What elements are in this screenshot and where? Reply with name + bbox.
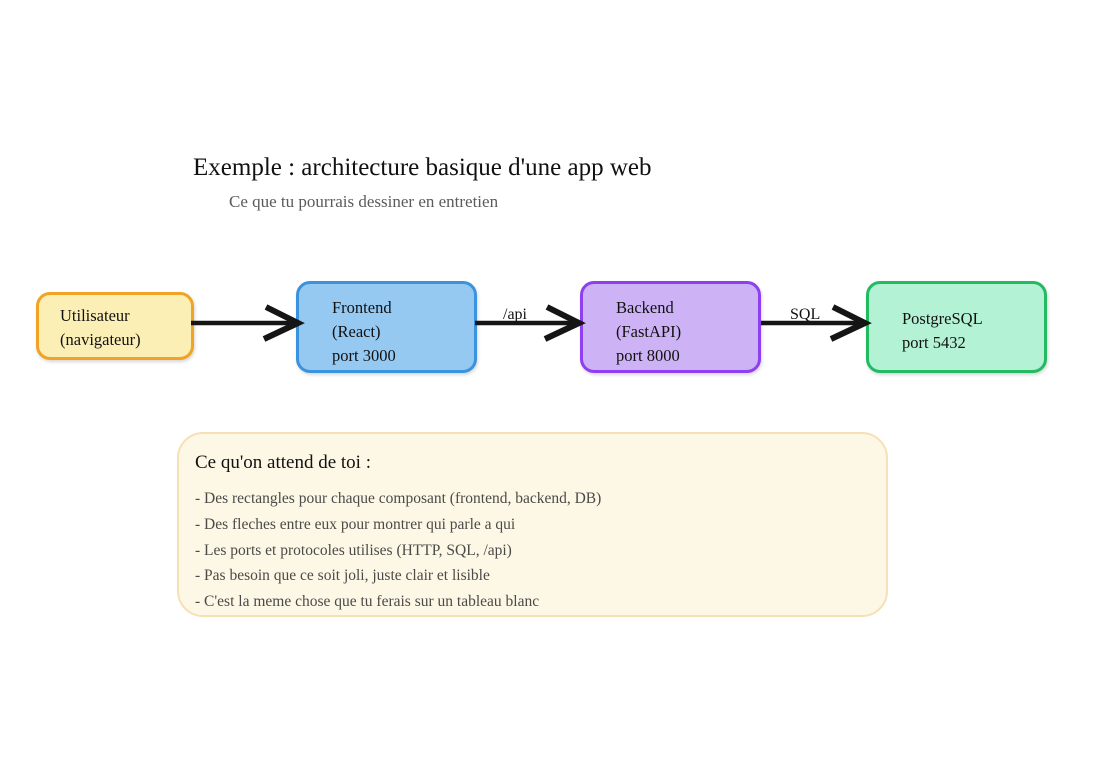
node-utilisateur-line-1: Utilisateur: [60, 306, 130, 325]
node-backend-line-1: Backend: [616, 298, 674, 317]
expectations-callout: [177, 432, 888, 617]
page-subtitle: Ce que tu pourrais dessiner en entretien: [229, 192, 499, 211]
list-item: - Des fleches entre eux pour montrer qui…: [195, 515, 516, 533]
list-item: - Pas besoin que ce soit joli, juste cla…: [195, 567, 490, 585]
node-utilisateur[interactable]: Utilisateur (navigateur): [36, 292, 194, 360]
page-title: Exemple : architecture basique d'une app…: [193, 154, 652, 181]
callout-heading: Ce qu'on attend de toi :: [195, 452, 371, 473]
list-item: - Les ports et protocoles utilises (HTTP…: [195, 541, 512, 559]
edge-label-api: /api: [503, 306, 527, 323]
arrow-backend-to-database-icon: [760, 300, 872, 350]
node-backend-line-2: (FastAPI): [616, 322, 682, 341]
node-postgresql-line-2: port 5432: [902, 333, 966, 352]
node-frontend[interactable]: Frontend (React) port 3000: [296, 281, 477, 373]
node-backend-line-3: port 8000: [616, 346, 680, 365]
arrow-frontend-to-backend-icon: [474, 300, 586, 350]
list-item: - Des rectangles pour chaque composant (…: [195, 490, 602, 507]
node-utilisateur-line-2: (navigateur): [60, 330, 141, 349]
node-frontend-line-1: Frontend: [332, 298, 392, 317]
node-postgresql[interactable]: PostgreSQL port 5432: [866, 281, 1047, 373]
list-item: - C'est la meme chose que tu ferais sur …: [195, 593, 540, 611]
edge-label-sql: SQL: [790, 306, 821, 323]
node-frontend-line-2: (React): [332, 322, 381, 341]
callout-list: - Des rectangles pour chaque composant (…: [195, 486, 865, 615]
node-frontend-line-3: port 3000: [332, 346, 396, 365]
node-backend[interactable]: Backend (FastAPI) port 8000: [580, 281, 761, 373]
arrow-user-to-frontend-icon: [190, 300, 305, 350]
node-postgresql-line-1: PostgreSQL: [902, 309, 983, 328]
